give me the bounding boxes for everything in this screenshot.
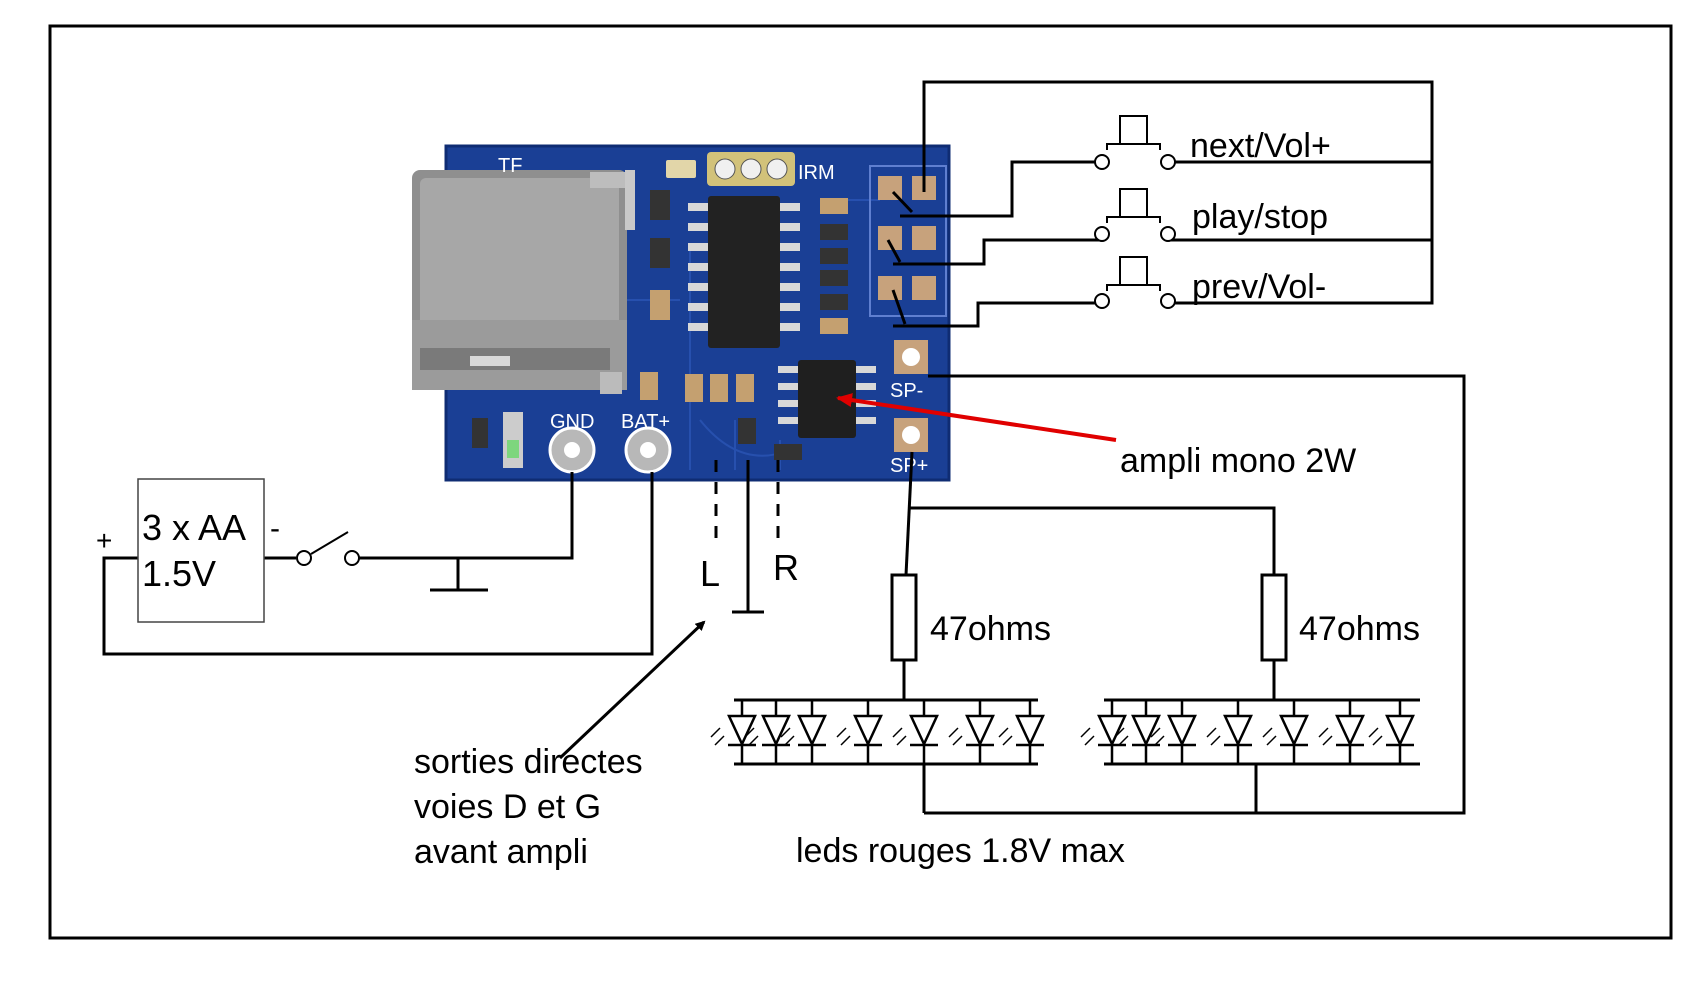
led-diode — [1150, 700, 1197, 764]
silk-gnd: GND — [550, 411, 594, 433]
pushbutton-prev — [1094, 256, 1176, 309]
resistor-label-left: 47ohms — [930, 610, 1051, 648]
output-label-left: L — [700, 553, 720, 594]
button-label-next: next/Vol+ — [1190, 127, 1331, 165]
outer-frame — [48, 24, 1673, 940]
resistor-left — [890, 573, 918, 700]
led-diode — [780, 700, 827, 764]
silk-tf: TF — [498, 155, 522, 177]
silk-bat: BAT+ — [621, 411, 670, 433]
leds-label: leds rouges 1.8V max — [796, 832, 1125, 870]
led-diode — [948, 700, 995, 764]
resistor-right — [1260, 573, 1288, 700]
led-diode — [836, 700, 883, 764]
irm-header — [707, 152, 795, 186]
led-diode — [998, 700, 1045, 764]
led-diode — [1368, 700, 1415, 764]
battery-minus-sign: - — [270, 512, 280, 545]
led-diode — [1206, 700, 1253, 764]
note-line2: voies D et G — [414, 788, 601, 826]
microsd-slot — [412, 170, 635, 394]
output-label-right: R — [773, 547, 799, 588]
pushbutton-next — [1094, 115, 1176, 170]
led-diode — [1080, 700, 1127, 764]
led-array-right — [1080, 698, 1420, 813]
led-diode — [744, 700, 791, 764]
battery-label-line1: 3 x AA — [142, 507, 246, 548]
silk-irm: IRM — [798, 162, 835, 184]
amplifier-ic — [778, 360, 876, 438]
note-line1: sorties directes — [414, 743, 643, 781]
speaker-pads — [894, 340, 928, 452]
led-array-left — [710, 698, 1045, 813]
led-diode — [1262, 700, 1309, 764]
amp-arrow — [836, 393, 1117, 442]
direct-outputs — [714, 460, 780, 614]
resistor-label-right: 47ohms — [1299, 610, 1420, 648]
led-diode — [892, 700, 939, 764]
silk-sp-plus: SP+ — [890, 455, 928, 477]
note-arrow — [558, 620, 706, 760]
power-switch — [296, 531, 360, 566]
led-diode — [1318, 700, 1365, 764]
silk-sp-minus: SP- — [890, 380, 923, 402]
pushbutton-play — [1094, 188, 1176, 242]
led-diode — [710, 700, 757, 764]
note-line3: avant ampli — [414, 833, 588, 871]
battery-plus-sign: + — [96, 525, 112, 556]
button-label-prev: prev/Vol- — [1192, 268, 1326, 306]
button-label-play: play/stop — [1192, 198, 1328, 236]
battery-pack — [137, 478, 265, 623]
decoder-ic — [688, 196, 800, 348]
wires — [102, 80, 1466, 815]
amp-label: ampli mono 2W — [1120, 442, 1356, 480]
mp3-module-board: TF IRM — [412, 144, 951, 482]
led-diode — [1114, 700, 1161, 764]
smd-components — [472, 160, 848, 468]
battery-label-line2: 1.5V — [142, 553, 216, 594]
